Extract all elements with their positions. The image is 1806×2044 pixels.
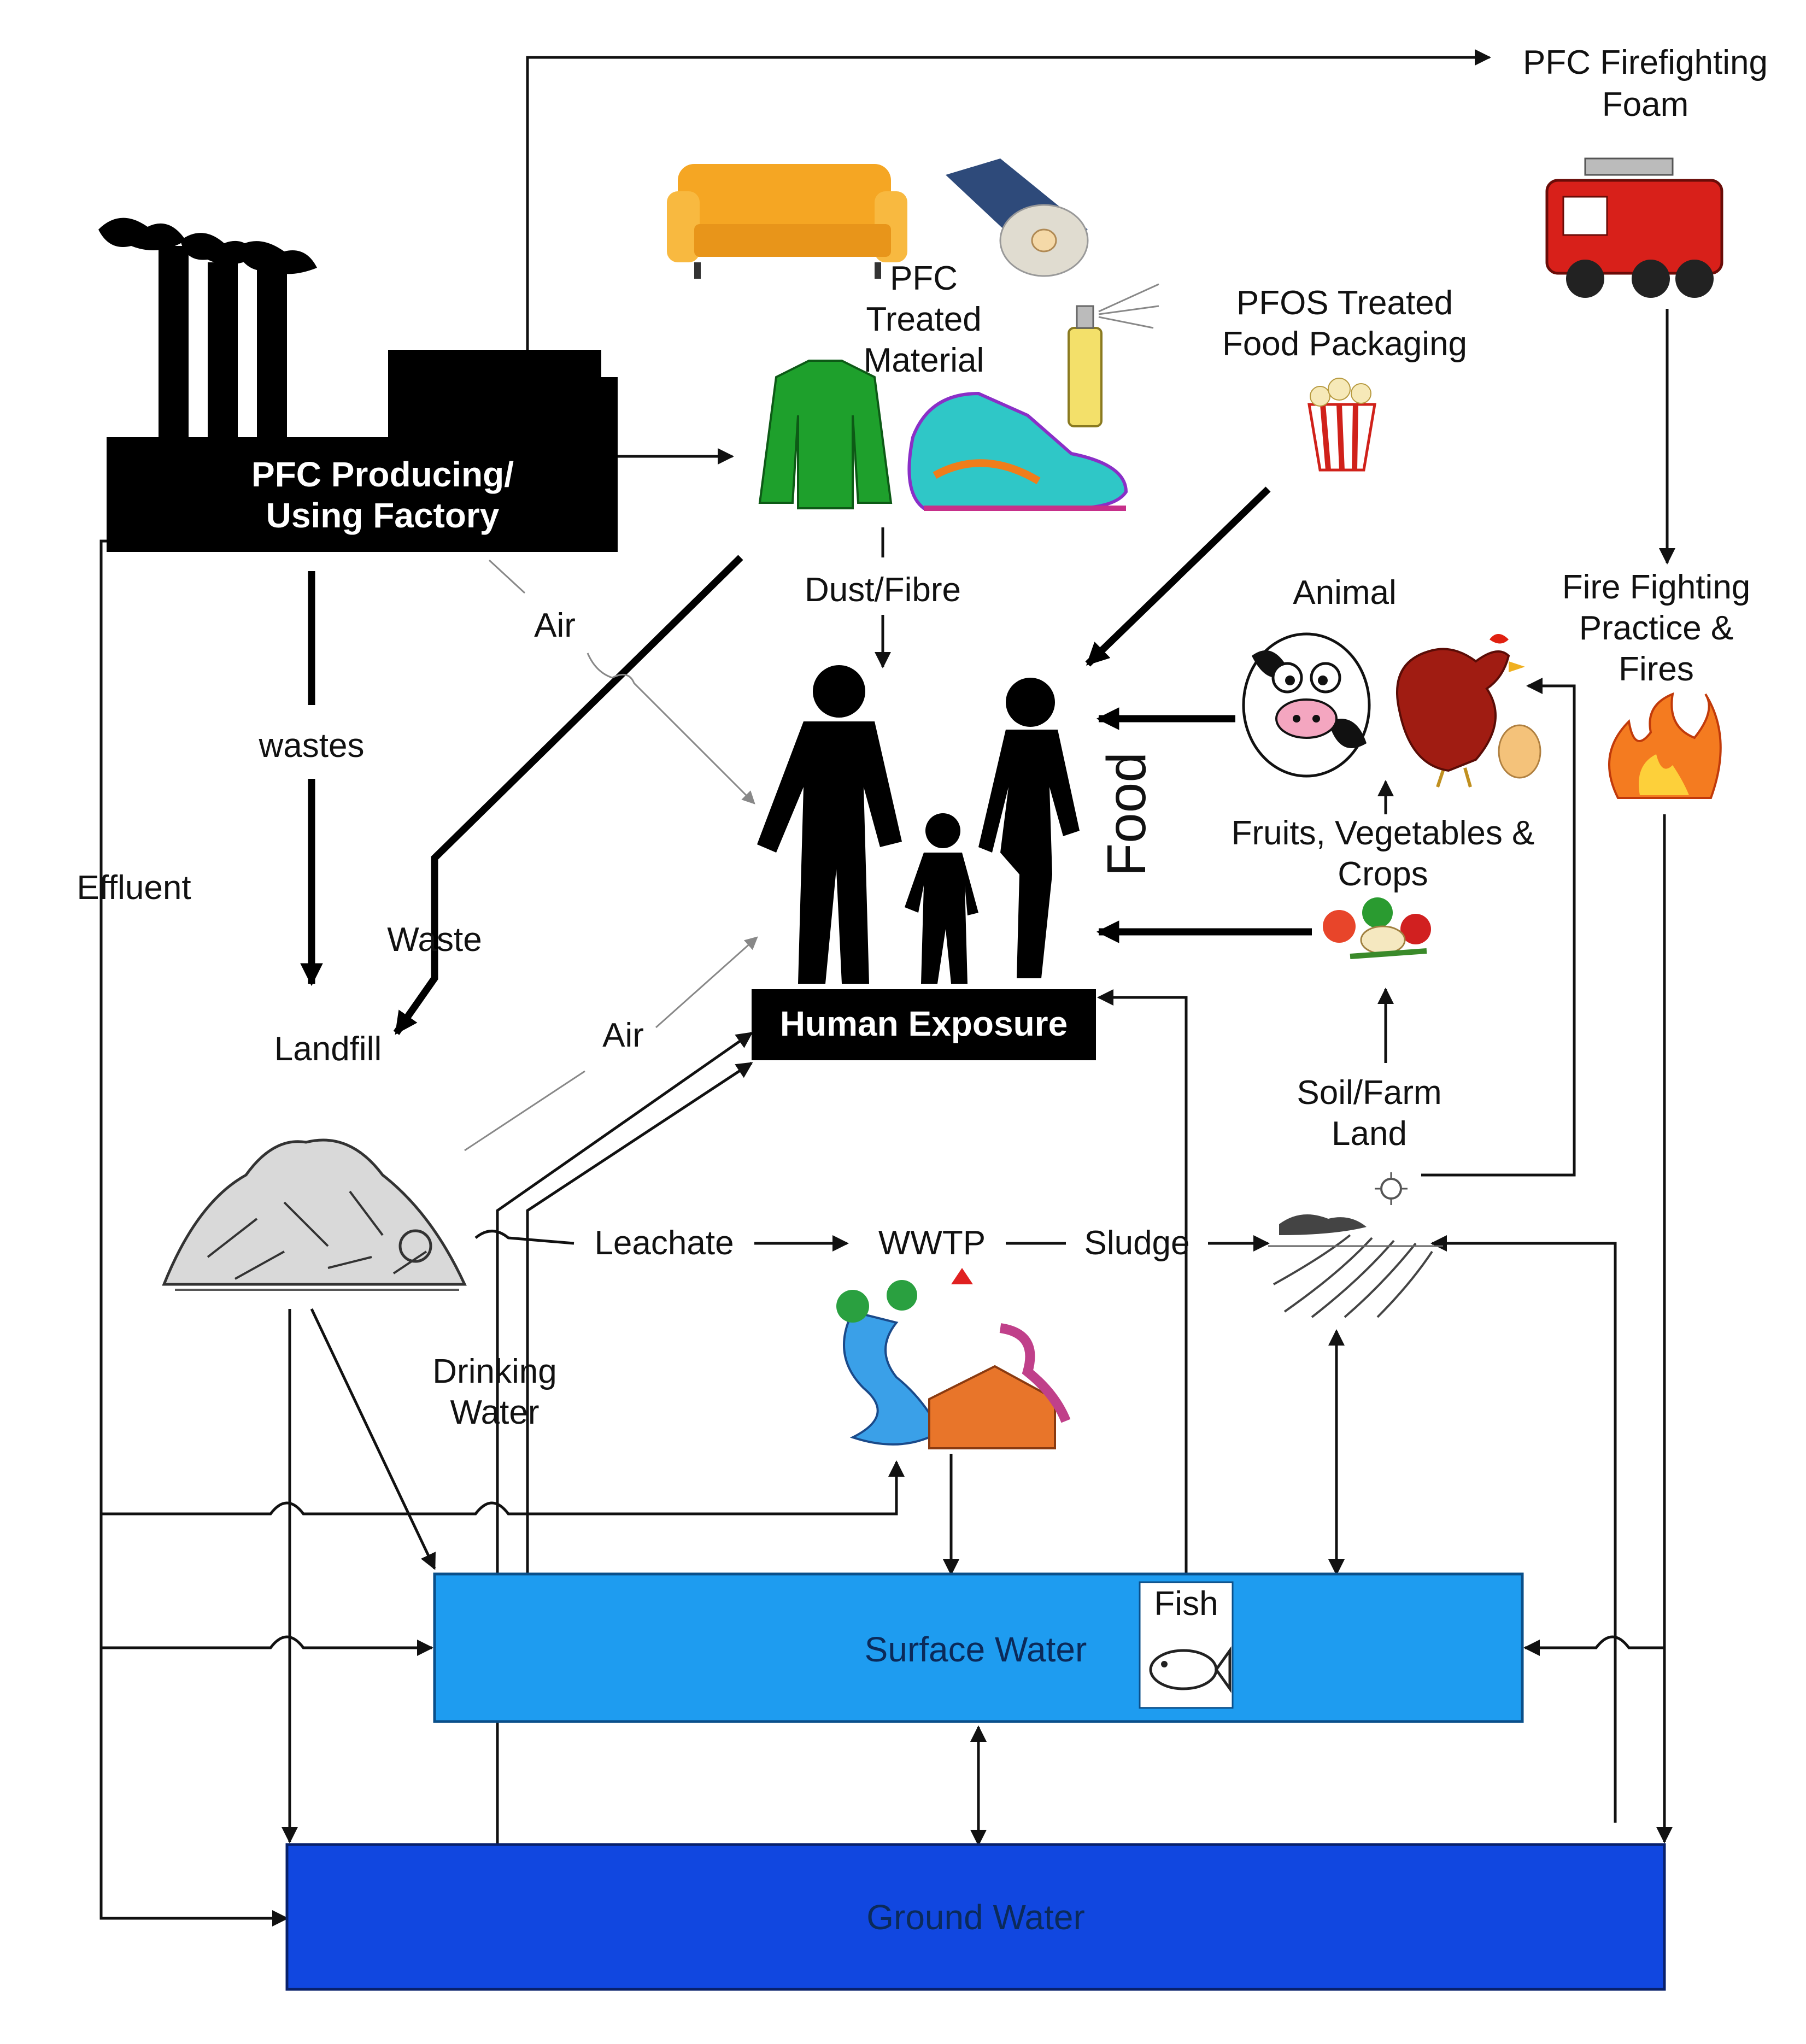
carpet-roll-icon	[946, 158, 1089, 277]
jacket-icon	[758, 360, 893, 509]
wastes-label: wastes	[259, 727, 365, 765]
dust-fibre-label: Dust/Fibre	[805, 571, 961, 609]
flames-icon	[1608, 692, 1722, 799]
fire-truck-icon	[1545, 157, 1723, 298]
fruits-label-line1: Fruits, Vegetables &	[1232, 814, 1535, 852]
sofa-icon	[667, 164, 907, 279]
human-exposure-box	[752, 989, 1096, 1060]
fish-box: Fish	[1139, 1581, 1234, 1709]
treated-material-label-line3: Material	[864, 342, 984, 379]
egg-icon	[1498, 724, 1541, 779]
fish-icon	[1149, 1646, 1232, 1693]
sludge-label: Sludge	[1084, 1224, 1189, 1262]
fire-practice-label-line2: Practice &	[1579, 609, 1734, 647]
leachate-label: Leachate	[594, 1224, 734, 1262]
fish-label: Fish	[1154, 1585, 1218, 1623]
surface-water-label: Surface Water	[865, 1630, 1087, 1669]
treated-material-label-line1: PFC	[890, 260, 958, 297]
wwtp-label: WWTP	[878, 1224, 986, 1262]
farm-field-icon	[1268, 1172, 1443, 1318]
fire-practice-label-line3: Fires	[1619, 650, 1694, 688]
firefighting-foam-label-line1: PFC Firefighting	[1523, 44, 1768, 81]
fire-practice-label-line1: Fire Fighting	[1562, 568, 1751, 606]
sneaker-icon	[907, 391, 1128, 511]
hen-icon	[1396, 634, 1525, 788]
human-exposure-label: Human Exposure	[780, 1004, 1068, 1043]
vegetables-icon	[1323, 897, 1431, 959]
treated-material-label-line2: Treated	[866, 301, 981, 338]
drinking-water-label-line1: Drinking	[432, 1353, 556, 1390]
spray-can-icon	[1068, 283, 1159, 427]
soil-label-line2: Land	[1332, 1115, 1407, 1153]
factory-label-line2: Using Factory	[266, 496, 500, 535]
fruits-label-line2: Crops	[1338, 855, 1428, 893]
air-label-upper: Air	[534, 607, 576, 644]
firefighting-foam-label-line2: Foam	[1602, 86, 1688, 124]
landfill-heap-icon	[162, 1138, 467, 1291]
flow-lines	[99, 49, 1675, 1926]
animal-label: Animal	[1293, 574, 1397, 612]
air-label-lower: Air	[602, 1017, 644, 1054]
drinking-water-label-line2: Water	[450, 1394, 539, 1431]
family-silhouette-icon	[757, 665, 1080, 984]
food-packaging-label-line1: PFOS Treated	[1236, 284, 1453, 322]
landfill-label: Landfill	[274, 1030, 382, 1068]
popcorn-icon	[1307, 378, 1376, 472]
effluent-label: Effluent	[77, 869, 191, 907]
ground-water-box	[285, 1843, 1666, 1991]
wwtp-river-icon	[836, 1268, 1071, 1449]
soil-label-line1: Soil/Farm	[1297, 1074, 1441, 1112]
ground-water-label: Ground Water	[866, 1898, 1085, 1937]
food-packaging-label-line2: Food Packaging	[1222, 325, 1467, 363]
food-label: Food	[1096, 752, 1157, 877]
factory-icon	[98, 218, 618, 552]
surface-water-box	[433, 1572, 1524, 1723]
waste-label: Waste	[387, 921, 482, 959]
factory-label-line1: PFC Producing/	[251, 455, 514, 494]
cow-icon	[1242, 632, 1371, 778]
